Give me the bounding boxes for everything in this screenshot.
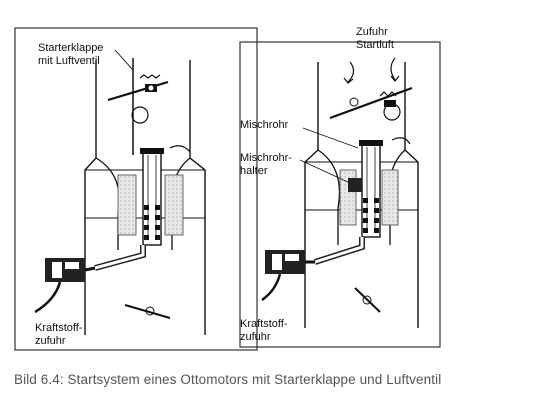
label-fuel-supply-left: Kraftstoff- zufuhr	[35, 322, 83, 347]
right-throttle	[354, 287, 381, 313]
right-frame	[239, 41, 441, 348]
left-choke-pivot	[131, 106, 149, 124]
right-body-wall-left	[304, 62, 319, 328]
label-starter-flap: Starterklappe mit Luftventil	[38, 42, 104, 67]
right-carburetor	[239, 41, 441, 348]
left-frame	[14, 27, 258, 351]
left-body-wall-left	[84, 60, 97, 335]
right-body-wall-right	[404, 62, 419, 328]
left-throttle	[124, 304, 171, 319]
left-body-wall-right	[189, 60, 206, 335]
right-fuel-jet	[265, 250, 305, 274]
label-start-air-supply: Zufuhr Startluft	[356, 26, 394, 51]
left-fuel-jet	[45, 258, 85, 282]
left-fuel-inlet	[34, 281, 62, 314]
label-mix-tube: Mischrohr	[240, 119, 289, 131]
left-mix-tube	[142, 149, 162, 246]
right-mix-holder	[348, 178, 362, 192]
left-choke-flap	[107, 80, 169, 102]
right-choke-flap	[329, 86, 413, 120]
label-fuel-supply-right: Kraftstoff- zufuhr	[240, 318, 288, 343]
label-mix-tube-holder: Mischrohr- halter	[240, 152, 292, 177]
right-fuel-inlet	[261, 273, 282, 302]
figure-caption: Bild 6.4: Startsystem eines Ottomotors m…	[14, 372, 442, 387]
left-carburetor	[14, 27, 258, 351]
